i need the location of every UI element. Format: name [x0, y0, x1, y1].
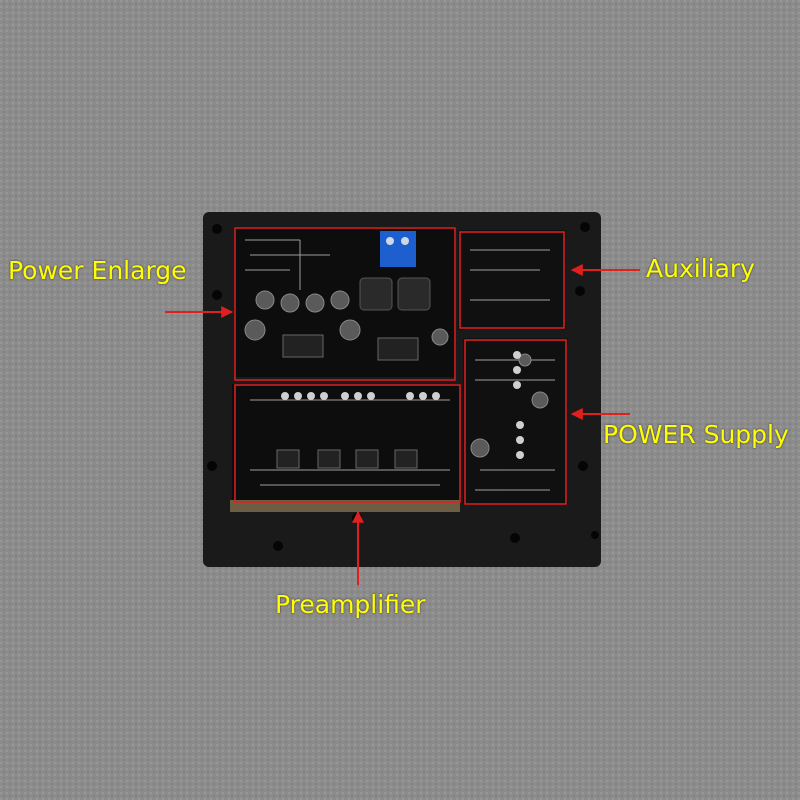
preamplifier-board [232, 384, 460, 504]
power-supply-board [463, 338, 568, 505]
preamp-sockets [281, 351, 524, 459]
power-enlarge-label: Power Enlarge [8, 256, 187, 285]
power-inductors [359, 277, 431, 311]
auxiliary-box [459, 231, 565, 329]
electrolytic-capacitors [244, 290, 549, 458]
power-supply-label: POWER Supply [603, 420, 789, 449]
auxiliary-board [458, 230, 566, 330]
annotation-arrows [165, 264, 640, 585]
preamplifier-box [234, 384, 461, 503]
ic-chips [276, 334, 419, 469]
auxiliary-label: Auxiliary [646, 254, 755, 283]
annotation-boxes [234, 227, 567, 505]
pcb-edge [230, 500, 460, 512]
power-supply-box [464, 339, 567, 505]
silkscreen-traces [245, 239, 555, 491]
blue-terminal-block [380, 231, 416, 267]
preamplifier-label: Preamplifier [275, 590, 426, 619]
power-enlarge-box [234, 227, 456, 381]
